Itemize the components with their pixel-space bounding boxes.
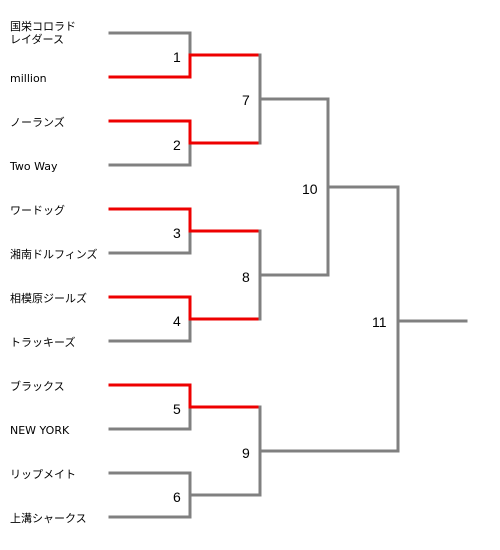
match-number-5: 5 xyxy=(173,401,181,417)
round3-connectors xyxy=(326,97,468,453)
match-number-7: 7 xyxy=(242,92,250,108)
team-lines xyxy=(108,31,192,519)
team-label-5: 湘南ドルフィンズ xyxy=(10,248,98,261)
team-label-7: トラッキーズ xyxy=(10,336,76,349)
round2-connectors xyxy=(258,53,400,497)
match-number-6: 6 xyxy=(173,489,181,505)
team-label-4: ワードッグ xyxy=(10,204,65,217)
team-label-3: Two Way xyxy=(10,160,58,173)
team-label-0: 国栄コロラド レイダース xyxy=(10,20,76,46)
match-number-4: 4 xyxy=(173,313,181,329)
team-label-8: ブラックス xyxy=(10,380,65,393)
match-number-2: 2 xyxy=(173,137,181,153)
team-label-10: リップメイト xyxy=(10,468,76,481)
team-label-1: million xyxy=(10,72,47,85)
team-label-9: NEW YORK xyxy=(10,424,70,437)
match-number-9: 9 xyxy=(242,445,250,461)
round1-connectors xyxy=(188,31,262,519)
match-number-8: 8 xyxy=(242,269,250,285)
match-number-10: 10 xyxy=(302,181,318,197)
match-number-3: 3 xyxy=(173,225,181,241)
match-number-1: 1 xyxy=(173,49,181,65)
team-label-6: 相模原ジールズ xyxy=(10,292,87,305)
team-label-2: ノーランズ xyxy=(10,116,65,129)
team-label-11: 上溝シャークス xyxy=(10,512,87,525)
match-number-11: 11 xyxy=(372,314,387,330)
